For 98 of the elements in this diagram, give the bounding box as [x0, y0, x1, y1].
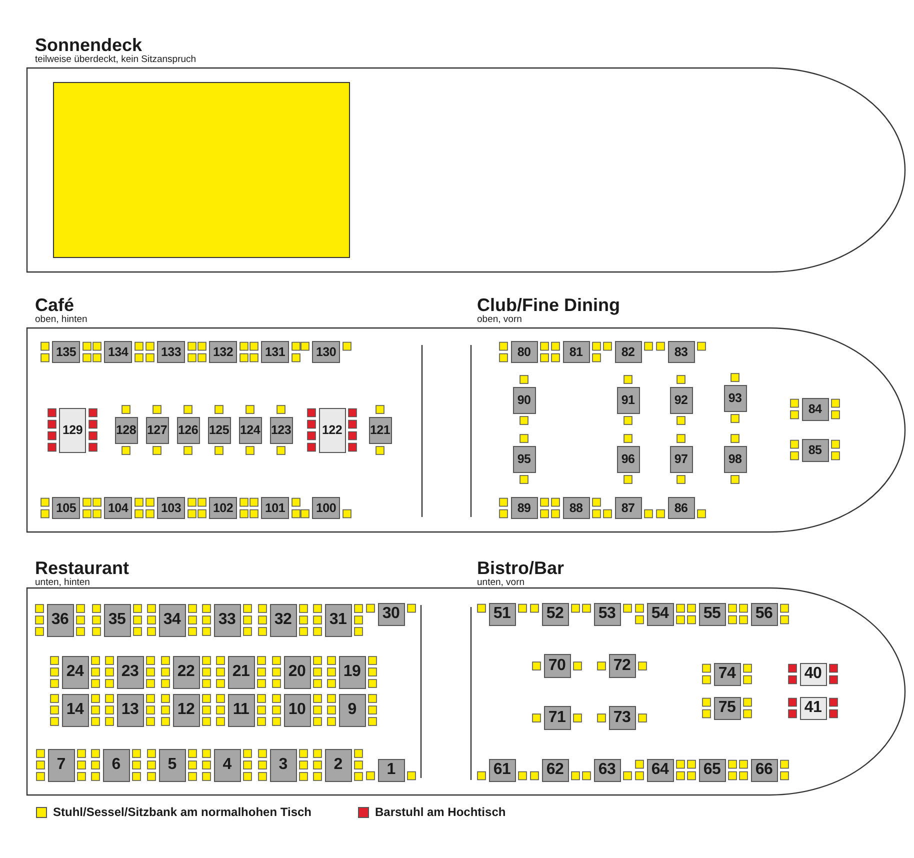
table: 73 — [608, 706, 636, 730]
table: 71 — [544, 706, 570, 730]
high-table: 40 — [800, 662, 826, 686]
table: 133 — [157, 341, 185, 363]
table: 23 — [116, 656, 144, 688]
table: 54 — [646, 602, 674, 626]
table: 9 — [338, 694, 366, 726]
table: 64 — [646, 758, 674, 782]
table: 22 — [172, 656, 200, 688]
table: 33 — [214, 604, 240, 636]
table: 90 — [512, 386, 536, 414]
table: 127 — [146, 416, 168, 444]
table: 123 — [270, 416, 292, 444]
section-title: Club/Fine Dining — [477, 296, 620, 314]
table: 65 — [698, 758, 726, 782]
table: 98 — [724, 446, 746, 472]
table: 61 — [488, 758, 516, 782]
table: 126 — [176, 416, 200, 444]
table: 70 — [544, 654, 570, 678]
table: 135 — [52, 341, 80, 363]
table: 89 — [510, 497, 538, 519]
table: 134 — [104, 341, 132, 363]
table: 63 — [594, 758, 620, 782]
table: 10 — [284, 694, 310, 726]
table: 21 — [228, 656, 254, 688]
table: 14 — [62, 694, 88, 726]
section-subtitle: unten, hinten — [35, 577, 90, 588]
table: 51 — [488, 602, 516, 626]
table: 52 — [542, 602, 568, 626]
table: 132 — [209, 341, 237, 363]
table: 91 — [616, 386, 640, 414]
section-subtitle: oben, hinten — [35, 314, 88, 325]
section-title: Restaurant — [35, 559, 130, 577]
section-subtitle: oben, vorn — [477, 314, 522, 325]
high-table: 41 — [800, 696, 826, 720]
table: 12 — [172, 694, 200, 726]
table: 131 — [261, 341, 289, 363]
table: 85 — [802, 438, 828, 462]
legend-label: Stuhl/Sessel/Sitzbank am normalhohen Tisch — [53, 805, 312, 819]
table: 72 — [608, 654, 636, 678]
high-table: 129 — [59, 408, 86, 452]
table: 5 — [158, 748, 186, 782]
table: 11 — [228, 694, 254, 726]
table: 30 — [378, 602, 404, 626]
table: 7 — [48, 748, 74, 782]
table: 3 — [270, 748, 296, 782]
table: 95 — [512, 446, 536, 472]
table: 100 — [312, 497, 340, 519]
sun-deck-area — [53, 82, 350, 258]
table: 124 — [238, 416, 262, 444]
table: 128 — [114, 416, 138, 444]
table: 31 — [324, 604, 352, 636]
section-subtitle: unten, vorn — [477, 577, 525, 588]
table: 102 — [209, 497, 237, 519]
table: 36 — [46, 604, 74, 636]
table: 88 — [562, 497, 590, 519]
table: 6 — [102, 748, 130, 782]
table: 105 — [52, 497, 80, 519]
table: 74 — [714, 662, 740, 686]
table: 84 — [802, 398, 828, 420]
table: 1 — [378, 758, 404, 782]
table: 101 — [261, 497, 289, 519]
table: 35 — [104, 604, 130, 636]
table: 121 — [368, 416, 392, 444]
table: 82 — [614, 341, 642, 363]
table: 2 — [324, 748, 352, 782]
table: 130 — [312, 341, 340, 363]
table: 83 — [668, 341, 694, 363]
table: 34 — [158, 604, 186, 636]
table: 24 — [62, 656, 88, 688]
table: 55 — [698, 602, 726, 626]
table: 93 — [724, 384, 746, 412]
legend-label: Barstuhl am Hochtisch — [375, 805, 506, 819]
table: 103 — [157, 497, 185, 519]
table: 75 — [714, 696, 740, 720]
table: 104 — [104, 497, 132, 519]
table: 81 — [562, 341, 590, 363]
section-title: Sonnendeck — [35, 36, 142, 54]
section-subtitle: teilweise überdeckt, kein Sitzanspruch — [35, 54, 196, 65]
table: 80 — [510, 341, 538, 363]
table: 4 — [214, 748, 240, 782]
table: 32 — [270, 604, 296, 636]
table: 125 — [208, 416, 230, 444]
section-title: Café — [35, 296, 74, 314]
table: 66 — [750, 758, 778, 782]
table: 97 — [670, 446, 692, 472]
table: 53 — [594, 602, 620, 626]
table: 19 — [338, 656, 366, 688]
table: 13 — [116, 694, 144, 726]
high-table: 122 — [318, 408, 346, 452]
section-title: Bistro/Bar — [477, 559, 564, 577]
table: 86 — [668, 497, 694, 519]
table: 56 — [750, 602, 778, 626]
table: 20 — [284, 656, 310, 688]
table: 87 — [614, 497, 642, 519]
table: 62 — [542, 758, 568, 782]
table: 96 — [616, 446, 640, 472]
table: 92 — [670, 386, 692, 414]
